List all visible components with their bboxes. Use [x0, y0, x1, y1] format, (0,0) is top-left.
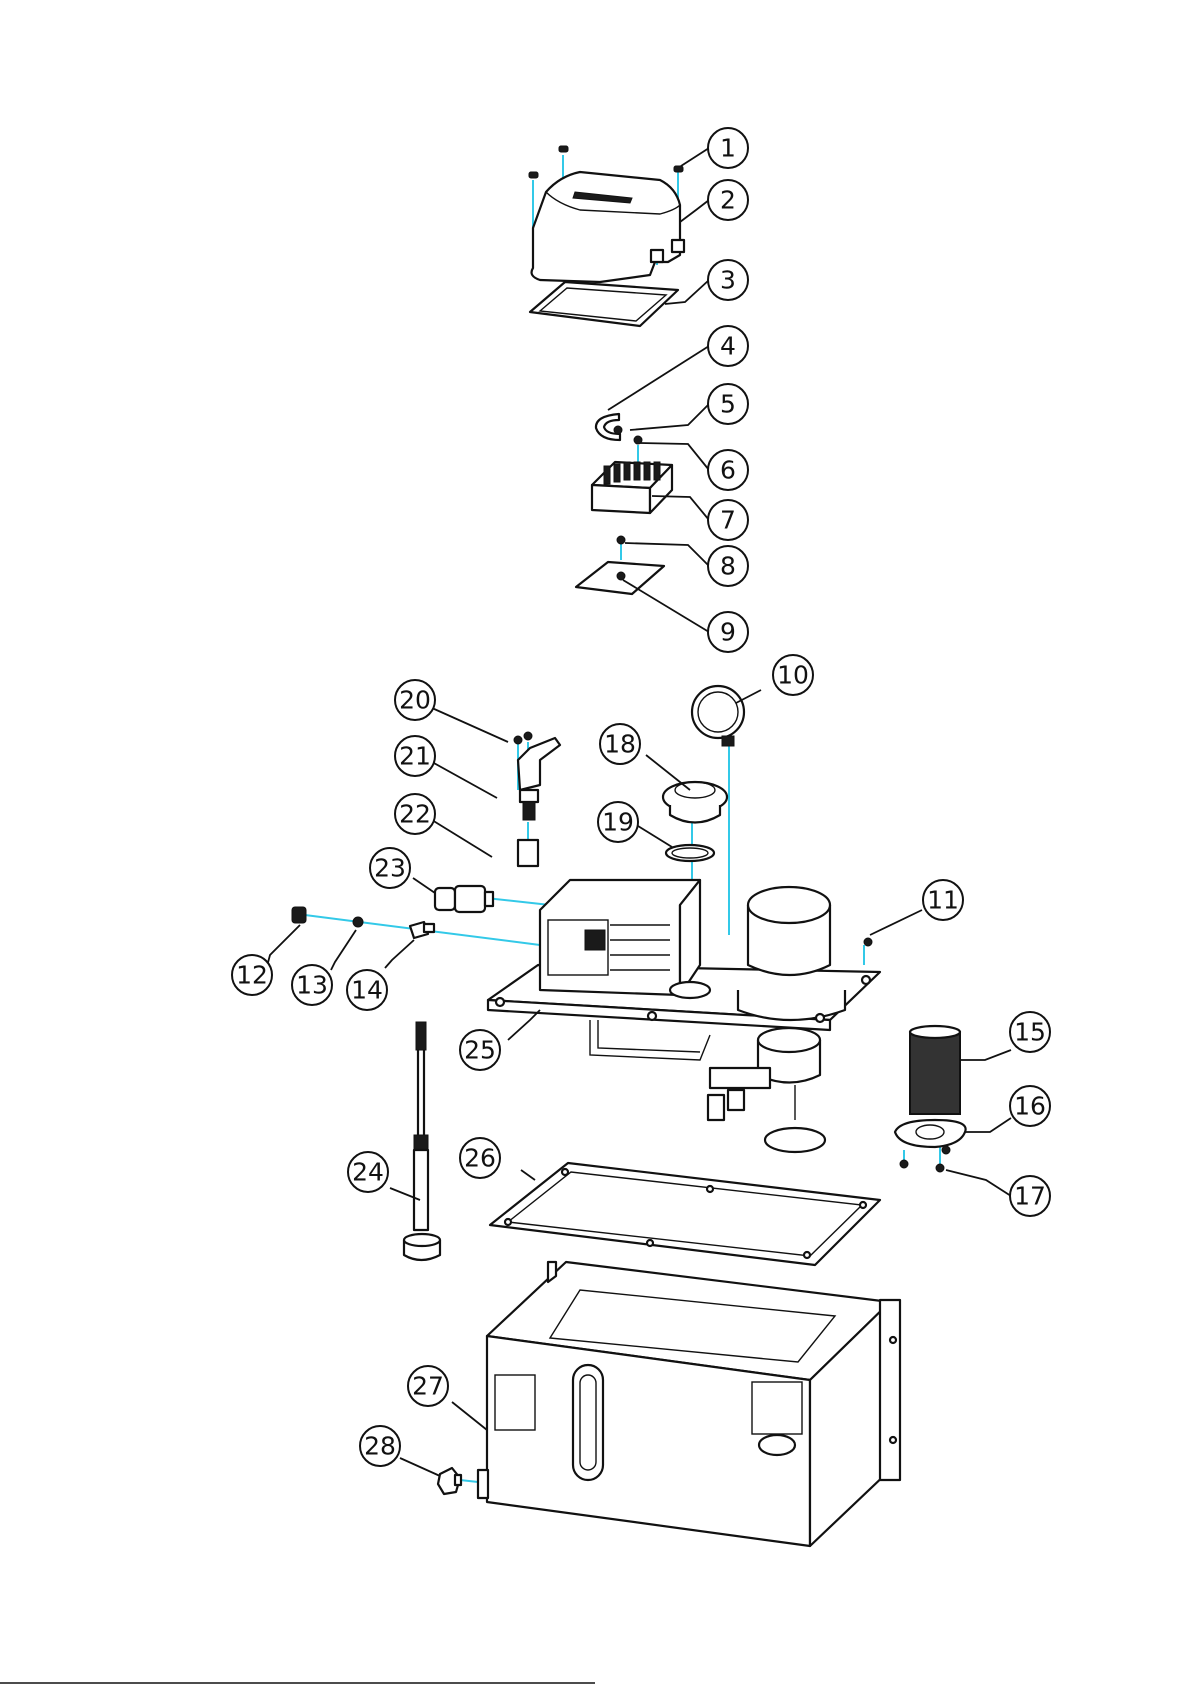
svg-text:27: 27: [412, 1372, 444, 1401]
svg-text:20: 20: [399, 686, 431, 715]
fittings: [292, 907, 434, 938]
callout-22: 22: [395, 794, 435, 834]
svg-text:24: 24: [352, 1158, 384, 1187]
callout-28: 28: [360, 1426, 400, 1466]
callout-4: 4: [708, 326, 748, 366]
svg-text:2: 2: [720, 186, 736, 215]
terminal-block: [592, 462, 672, 513]
callout-2: 2: [708, 180, 748, 220]
dipstick-sensor: [404, 1022, 440, 1260]
callout-9: 9: [708, 612, 748, 652]
callout-16: 16: [1010, 1086, 1050, 1126]
callout-13: 13: [292, 965, 332, 1005]
callout-1: 1: [708, 128, 748, 168]
callout-10: 10: [773, 655, 813, 695]
callout-17: 17: [1010, 1176, 1050, 1216]
svg-text:10: 10: [777, 661, 809, 690]
strainer: [895, 1026, 966, 1172]
callout-14: 14: [347, 970, 387, 1010]
callouts: 1 2 3 4 5 6 7 8 9 10 11 12 13 14 15 16 1…: [232, 128, 1050, 1466]
callout-27: 27: [408, 1366, 448, 1406]
svg-text:12: 12: [236, 961, 268, 990]
callout-18: 18: [600, 724, 640, 764]
filler-cap: [663, 782, 727, 861]
svg-text:15: 15: [1014, 1018, 1046, 1047]
drain-plug: [438, 1468, 461, 1494]
svg-text:28: 28: [364, 1432, 396, 1461]
svg-text:3: 3: [720, 266, 736, 295]
svg-text:4: 4: [720, 332, 736, 361]
callout-15: 15: [1010, 1012, 1050, 1052]
svg-text:6: 6: [720, 456, 736, 485]
callout-25: 25: [460, 1030, 500, 1070]
svg-text:18: 18: [604, 730, 636, 759]
top-cover: [532, 172, 684, 282]
callout-19: 19: [598, 802, 638, 842]
svg-text:13: 13: [296, 971, 328, 1000]
svg-text:19: 19: [602, 808, 634, 837]
callout-8: 8: [708, 546, 748, 586]
level-switch: [514, 732, 560, 866]
svg-text:16: 16: [1014, 1092, 1046, 1121]
callout-20: 20: [395, 680, 435, 720]
callout-12: 12: [232, 955, 272, 995]
svg-text:22: 22: [399, 800, 431, 829]
svg-text:11: 11: [927, 886, 959, 915]
callout-21: 21: [395, 736, 435, 776]
svg-text:21: 21: [399, 742, 431, 771]
svg-text:9: 9: [720, 618, 736, 647]
svg-text:14: 14: [351, 976, 383, 1005]
svg-text:26: 26: [464, 1144, 496, 1173]
callout-23: 23: [370, 848, 410, 888]
svg-text:23: 23: [374, 854, 406, 883]
callout-7: 7: [708, 500, 748, 540]
svg-text:17: 17: [1014, 1182, 1046, 1211]
pump-base: [488, 880, 880, 1152]
pressure-gauge: [692, 686, 744, 746]
callout-24: 24: [348, 1152, 388, 1192]
svg-text:25: 25: [464, 1036, 496, 1065]
callout-5: 5: [708, 384, 748, 424]
svg-text:8: 8: [720, 552, 736, 581]
callout-26: 26: [460, 1138, 500, 1178]
callout-6: 6: [708, 450, 748, 490]
callout-3: 3: [708, 260, 748, 300]
oil-tank: [478, 1262, 900, 1546]
tank-gasket: [490, 1163, 880, 1265]
svg-text:5: 5: [720, 390, 736, 419]
svg-text:7: 7: [720, 506, 736, 535]
cover-gasket: [530, 282, 678, 326]
svg-text:1: 1: [720, 134, 736, 163]
cable-connector: [435, 886, 493, 912]
callout-11: 11: [923, 880, 963, 920]
